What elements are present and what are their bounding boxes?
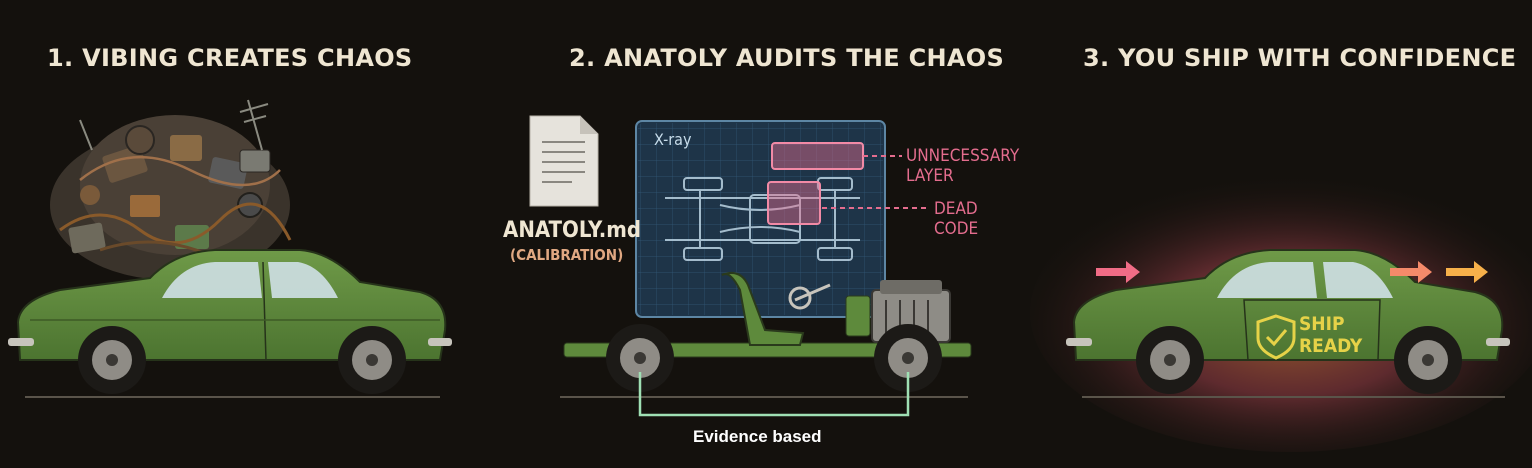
shield-check-icon xyxy=(1256,314,1296,360)
callout-unnecessary-line2: LAYER xyxy=(906,166,954,186)
panel-2-title: 2. ANATOLY AUDITS THE CHAOS xyxy=(569,44,1005,72)
doc-subtitle: (CALIBRATION) xyxy=(510,246,624,264)
panel-1-title: 1. VIBING CREATES CHAOS xyxy=(47,44,413,72)
arrow-right-icon xyxy=(1096,261,1488,283)
panel-2-illustration xyxy=(529,115,972,417)
paper-document-icon xyxy=(529,115,599,207)
ship-badge-line2: READY xyxy=(1299,335,1363,357)
doc-name: ANATOLY.md xyxy=(503,218,642,243)
panel-1-illustration xyxy=(8,99,452,398)
dead-code-block xyxy=(767,181,821,225)
car-chaotic xyxy=(8,249,452,394)
evidence-label: Evidence based xyxy=(693,427,822,446)
ship-badge-line1: SHIP xyxy=(1299,313,1345,335)
xray-label: X-ray xyxy=(654,130,692,149)
callout-dead-line1: DEAD xyxy=(934,199,978,219)
chassis-car xyxy=(563,272,972,392)
junk-pile xyxy=(50,99,292,280)
evidence-bracket xyxy=(638,372,910,417)
callout-dead-line2: CODE xyxy=(934,219,979,239)
car-ship-ready xyxy=(1066,249,1510,394)
panel-3-title: 3. YOU SHIP WITH CONFIDENCE xyxy=(1083,44,1517,72)
callout-unnecessary-line1: UNNECESSARY xyxy=(906,146,1020,166)
